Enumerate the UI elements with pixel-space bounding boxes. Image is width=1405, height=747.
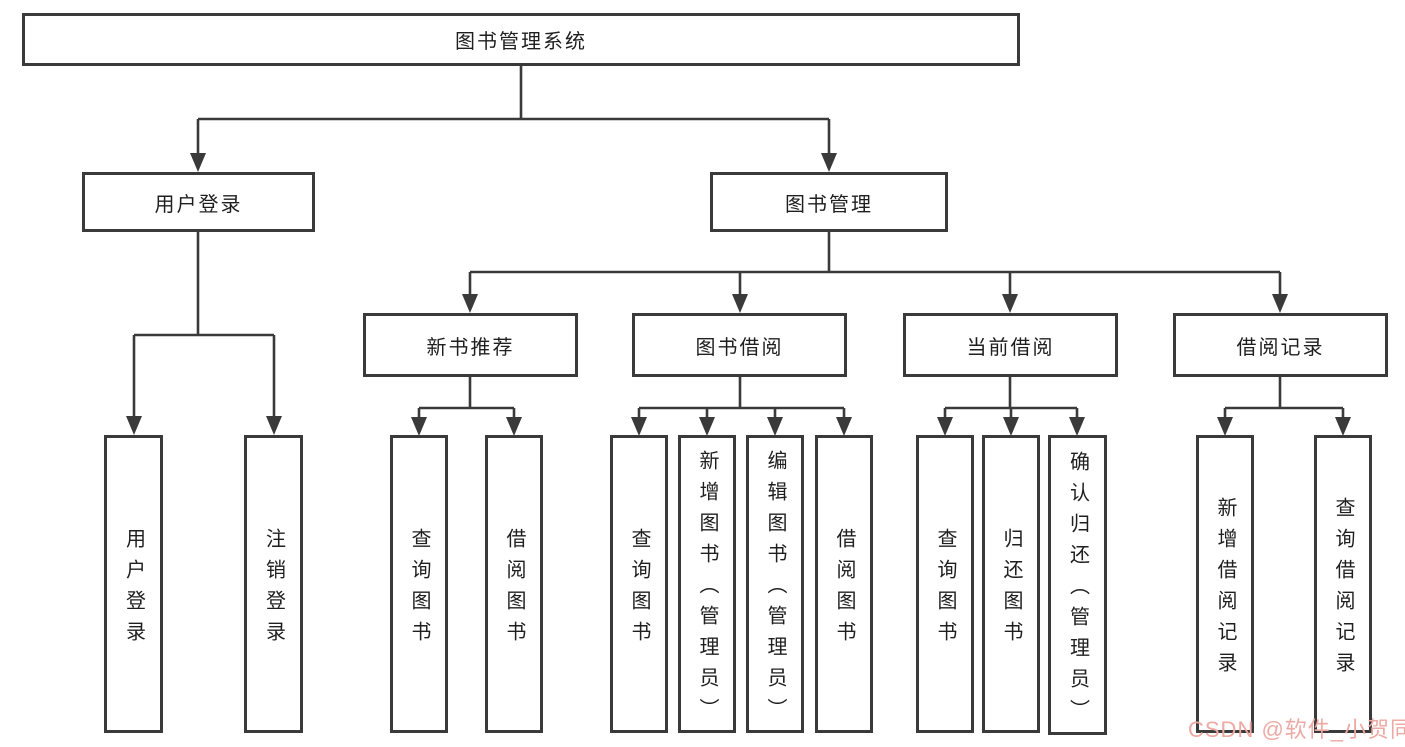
leaf-bb-add-books-admin: 新增图书（管理员） [678, 435, 736, 733]
leaf-bb-borrow-books: 借阅图书 [815, 435, 873, 733]
watermark: CSDN @软件_小贺同学 [1188, 717, 1405, 742]
leaf-logout: 注销登录 [244, 435, 303, 733]
leaf-cb-query-books: 查询图书 [916, 435, 974, 733]
leaf-br-add-record: 新增借阅记录 [1196, 435, 1254, 733]
node-book-borrowing: 图书借阅 [632, 313, 847, 377]
node-current-borrowing: 当前借阅 [903, 313, 1118, 377]
leaf-nbr-query-books: 查询图书 [390, 435, 448, 733]
node-user-login: 用户登录 [82, 172, 315, 232]
node-borrowing-records: 借阅记录 [1173, 313, 1388, 377]
node-book-management: 图书管理 [710, 172, 948, 232]
leaf-nbr-borrow-books: 借阅图书 [485, 435, 543, 733]
leaf-cb-return-books: 归还图书 [982, 435, 1040, 733]
leaf-user-login: 用户登录 [104, 435, 163, 733]
leaf-bb-edit-books-admin: 编辑图书（管理员） [746, 435, 804, 733]
leaf-br-query-record: 查询借阅记录 [1314, 435, 1372, 733]
node-root: 图书管理系统 [22, 13, 1020, 66]
node-new-book-recommendation: 新书推荐 [363, 313, 578, 377]
leaf-cb-confirm-return-admin: 确认归还（管理员） [1048, 435, 1107, 735]
leaf-bb-query-books: 查询图书 [610, 435, 668, 733]
